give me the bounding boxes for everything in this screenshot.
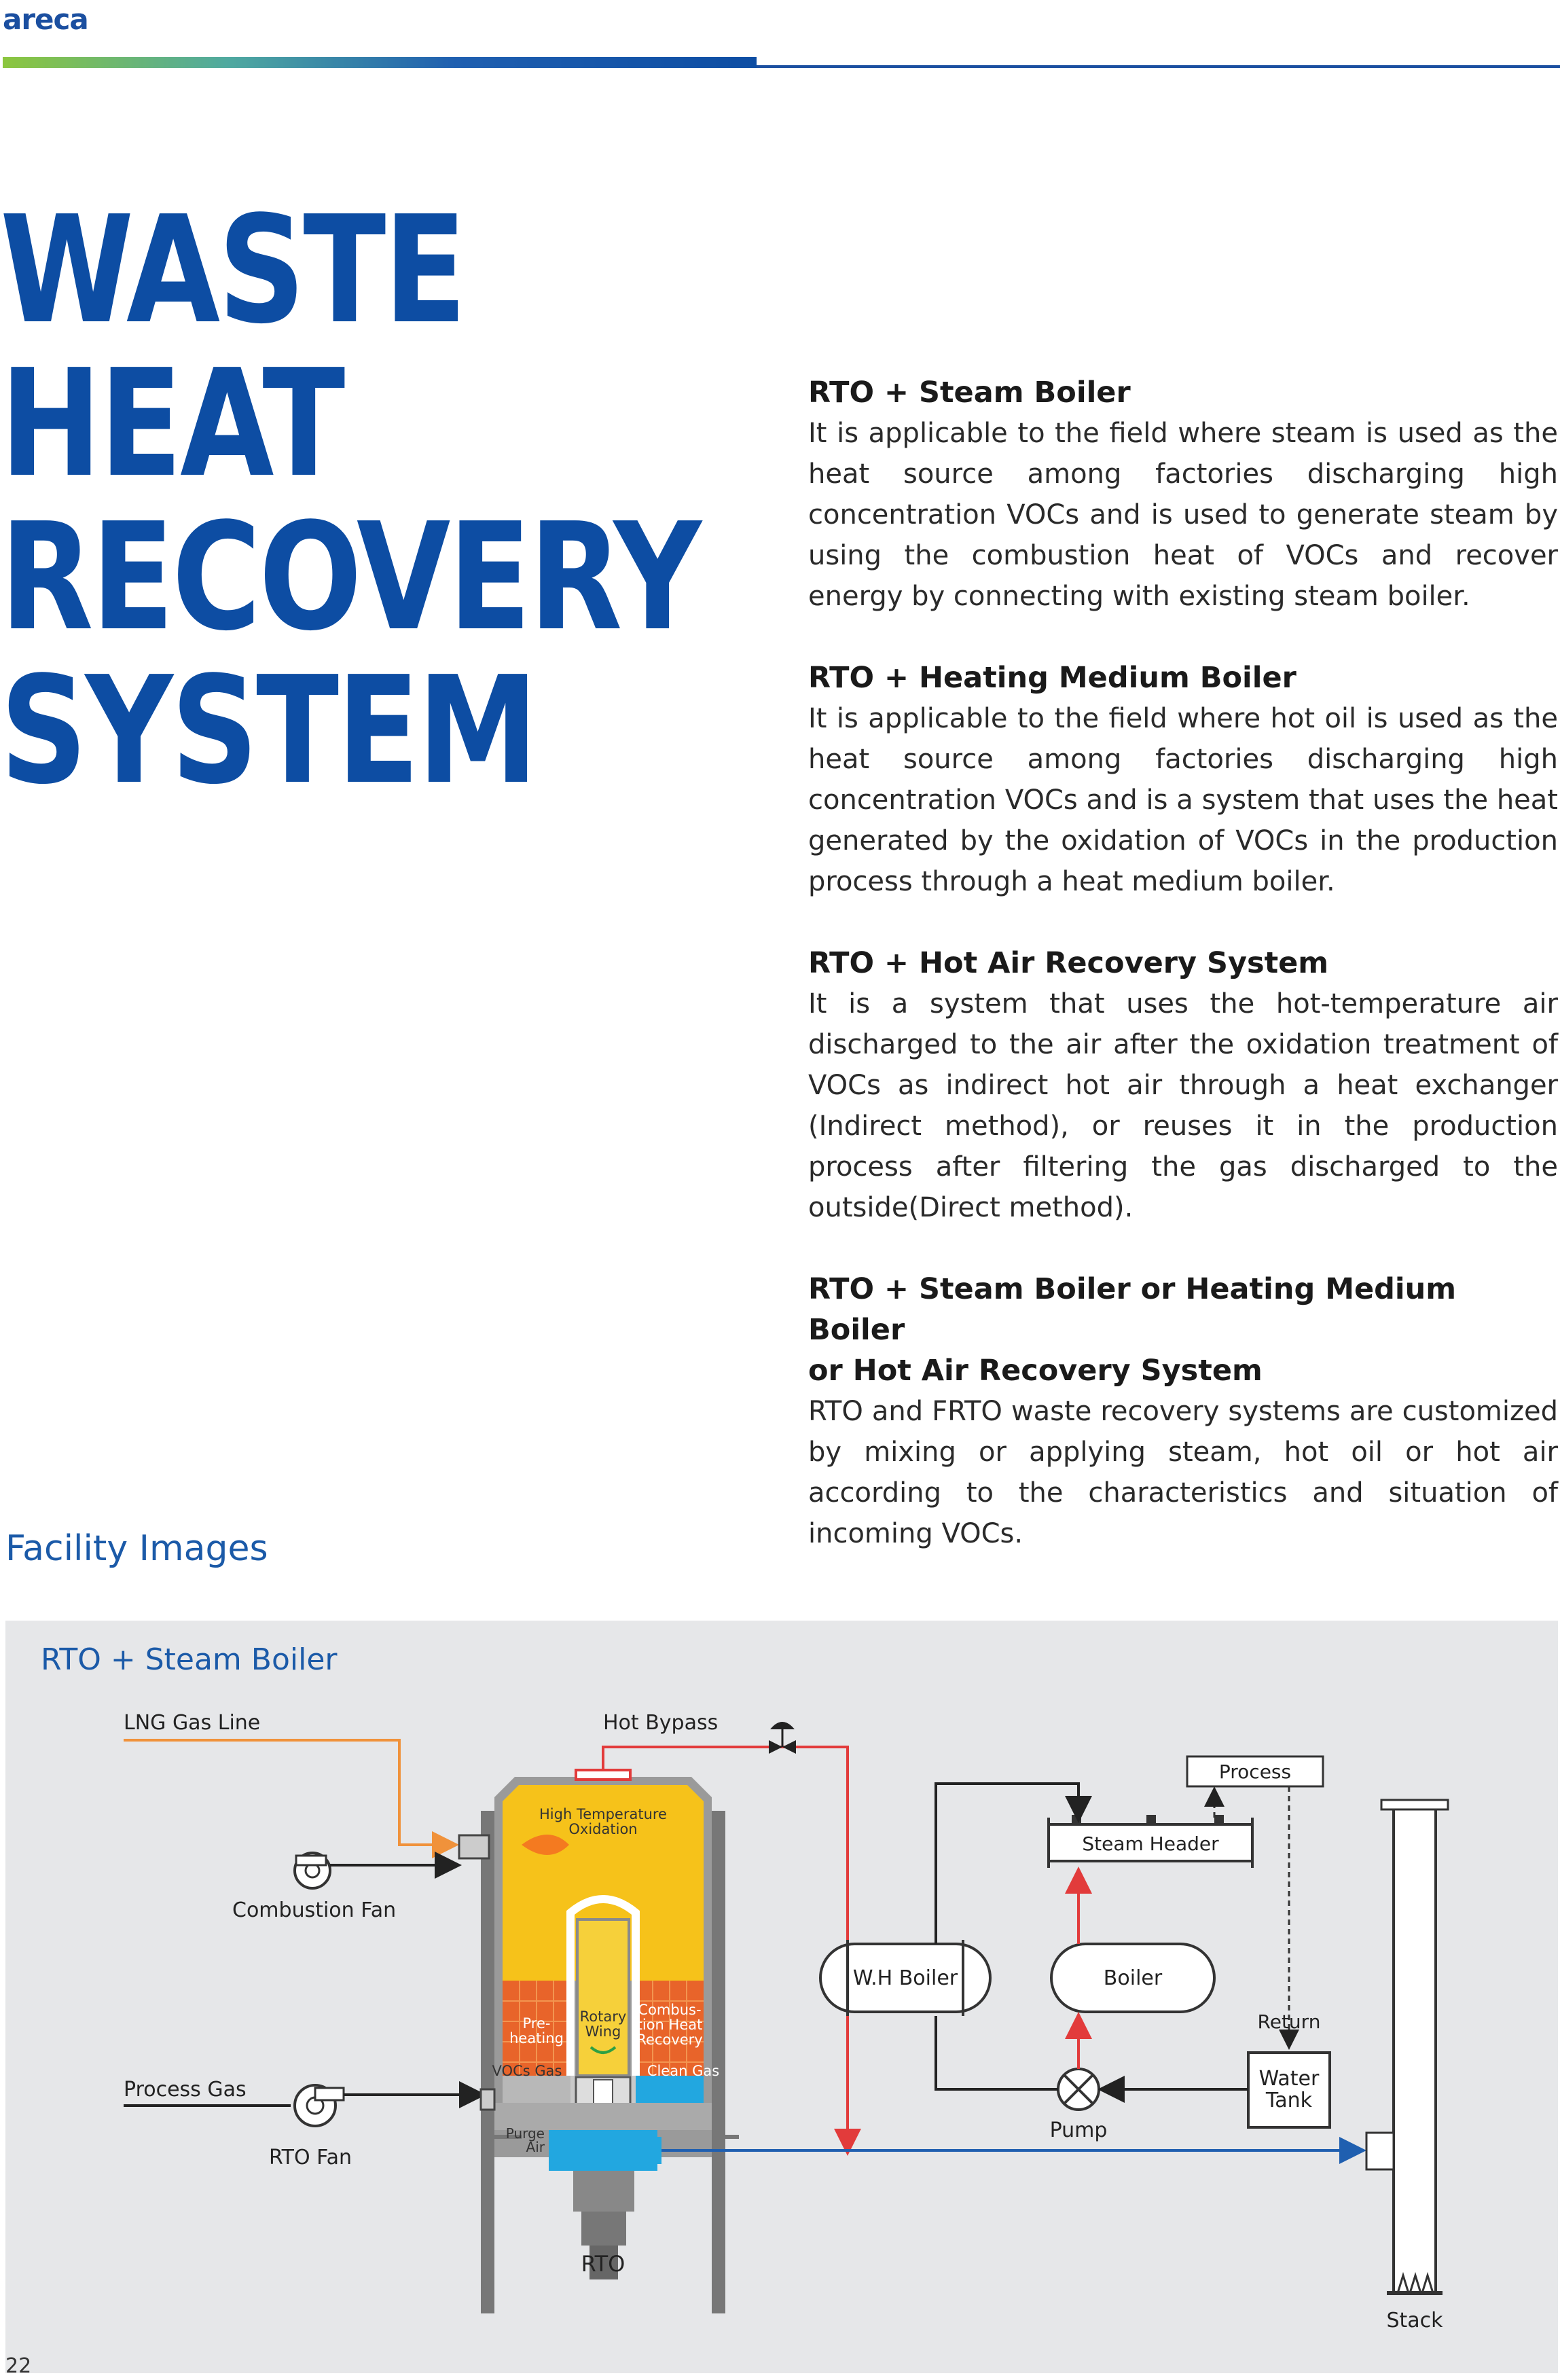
areca-logo: areca <box>3 3 89 36</box>
preheating-label: Pre- <box>523 2015 551 2032</box>
header-gradient-bar <box>3 57 757 68</box>
preheating-label-2: heating <box>509 2030 564 2047</box>
wh-boiler-vessel <box>819 1940 992 2016</box>
section-body: It is applicable to the field where stea… <box>808 418 1558 612</box>
rto-fan-icon <box>293 2084 345 2127</box>
header-rule <box>757 65 1560 68</box>
logo-text: areca <box>3 3 89 36</box>
section-body: RTO and FRTO waste recovery systems are … <box>808 1396 1558 1549</box>
pump-label: Pump <box>1050 2118 1108 2142</box>
rto-unit <box>458 1769 739 2313</box>
high-temp-label: High Temperature <box>539 1806 667 1822</box>
facility-heading: Facility Images <box>5 1528 268 1569</box>
combustion-recovery-label: Combus- <box>638 2002 701 2018</box>
process-gas-label: Process Gas <box>124 2078 247 2102</box>
vocs-gas-label: VOCs Gas <box>492 2063 562 2079</box>
clean-gas-label: Clean Gas <box>647 2063 719 2079</box>
purge-air-label: Purge <box>506 2125 545 2142</box>
page-number: 22 <box>5 2354 32 2378</box>
combustion-fan-icon <box>293 1852 331 1890</box>
stack <box>1365 1799 1449 2295</box>
stack-label: Stack <box>1386 2309 1443 2332</box>
lng-gas-line-label: LNG Gas Line <box>124 1711 260 1735</box>
wh-boiler-to-header-pipe <box>935 1782 1092 1944</box>
water-tank-label-2: Tank <box>1265 2089 1313 2112</box>
section-body: It is a system that uses the hot-tempera… <box>808 988 1558 1223</box>
section-heading: RTO + Steam Boiler <box>808 376 1131 410</box>
section-heading: RTO + Steam Boiler or Heating Medium Boi… <box>808 1272 1457 1347</box>
section-body: It is applicable to the field where hot … <box>808 703 1558 897</box>
return-label: Return <box>1258 2011 1321 2033</box>
combustion-recovery-label-2: tion Heat <box>637 2017 703 2033</box>
lng-gas-pipe <box>124 1739 459 1858</box>
pump-icon <box>1057 2068 1100 2111</box>
water-tank-label: Water <box>1259 2067 1320 2091</box>
section-hot-air-recovery: RTO + Hot Air Recovery System It is a sy… <box>808 943 1558 1228</box>
rotary-wing-label-2: Wing <box>585 2023 621 2040</box>
section-heading: RTO + Hot Air Recovery System <box>808 946 1329 980</box>
section-heading: RTO + Heating Medium Boiler <box>808 661 1296 695</box>
title-line: WASTE <box>0 185 467 357</box>
rto-label: RTO <box>581 2251 625 2277</box>
process-box <box>1186 1755 1324 1788</box>
steam-header <box>1047 1815 1254 1868</box>
steam-header-label: Steam Header <box>1082 1833 1219 1855</box>
rotary-wing-label: Rotary <box>580 2008 627 2025</box>
section-heating-medium-boiler: RTO + Heating Medium Boiler It is applic… <box>808 657 1558 902</box>
rto-fan-label: RTO Fan <box>269 2146 352 2169</box>
process-label: Process <box>1219 1761 1291 1783</box>
diagram-title: RTO + Steam Boiler <box>41 1642 338 1677</box>
title-line: HEAT <box>0 338 345 510</box>
title-line: SYSTEM <box>0 645 538 817</box>
diagram-svg: LNG Gas Line Combustion Fan Process Gas … <box>124 1711 1449 2332</box>
oxidation-label: Oxidation <box>568 1821 637 1837</box>
process-diagram: RTO + Steam Boiler LNG Gas Line C <box>5 1621 1558 2373</box>
description-column: RTO + Steam Boiler It is applicable to t… <box>808 372 1558 1595</box>
purge-air-label-2: Air <box>526 2139 545 2155</box>
hot-bypass-label: Hot Bypass <box>603 1711 718 1735</box>
page-title: WASTE HEAT RECOVERY SYSTEM <box>0 185 702 817</box>
valve-icon <box>769 1722 796 1754</box>
section-heading: or Hot Air Recovery System <box>808 1354 1263 1388</box>
pump-to-wh-boiler-pipe <box>935 2016 1058 2091</box>
section-steam-boiler: RTO + Steam Boiler It is applicable to t… <box>808 372 1558 617</box>
title-line: RECOVERY <box>0 492 702 664</box>
boiler-vessel <box>1050 1943 1216 2013</box>
combustion-fan-label: Combustion Fan <box>232 1898 396 1922</box>
rotation-arrow-icon <box>589 2046 617 2054</box>
combustion-recovery-label-3: Recovery <box>636 2032 702 2048</box>
boiler-label: Boiler <box>1104 1966 1163 1990</box>
section-combined: RTO + Steam Boiler or Heating Medium Boi… <box>808 1269 1558 1554</box>
wh-boiler-label: W.H Boiler <box>853 1966 958 1990</box>
